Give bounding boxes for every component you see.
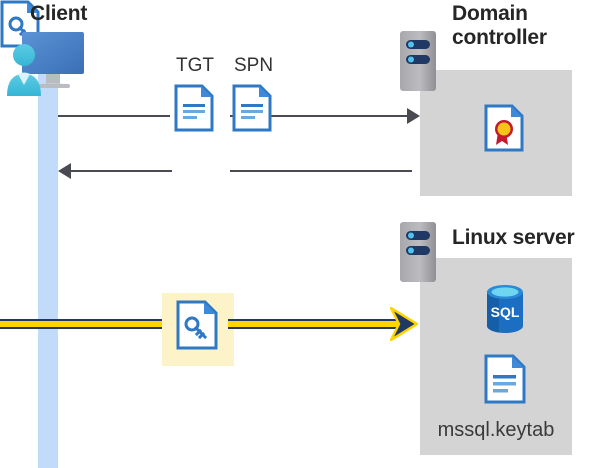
page-title-linux-server: Linux server <box>452 226 575 249</box>
workstation-user-icon <box>7 32 84 96</box>
flow-line-response-right <box>230 170 412 172</box>
keytab-filename-label: mssql.keytab <box>437 419 555 441</box>
document-icon-spn <box>232 84 272 132</box>
flow-line-service-left <box>0 319 166 329</box>
flow-line-request-right <box>230 115 412 117</box>
arrowhead-response-left <box>58 163 71 179</box>
sql-database-label: SQL <box>491 304 520 320</box>
client-lifeline <box>38 74 58 468</box>
arrowhead-service-right <box>390 307 418 341</box>
page-title-client: Client <box>30 2 88 25</box>
server-rack-icon-domain-controller <box>400 31 436 91</box>
sql-database-icon: SQL <box>487 285 523 333</box>
flow-line-response-left <box>70 170 172 172</box>
document-icon-keytab <box>484 354 526 404</box>
tgt-label: TGT <box>176 55 214 76</box>
document-icon-tgt <box>174 84 214 132</box>
document-key-icon-service-ticket <box>176 300 218 350</box>
dc-title-line2: controller <box>452 25 547 49</box>
page-title-domain-controller: Domain controller <box>452 2 592 49</box>
dc-title-line1: Domain <box>452 2 528 25</box>
flow-line-service-right <box>228 319 403 329</box>
certificate-document-icon <box>484 104 524 152</box>
flow-line-request-left <box>58 115 170 117</box>
arrowhead-request-right <box>407 108 420 124</box>
server-rack-icon-linux <box>400 222 436 282</box>
spn-label: SPN <box>234 55 274 76</box>
